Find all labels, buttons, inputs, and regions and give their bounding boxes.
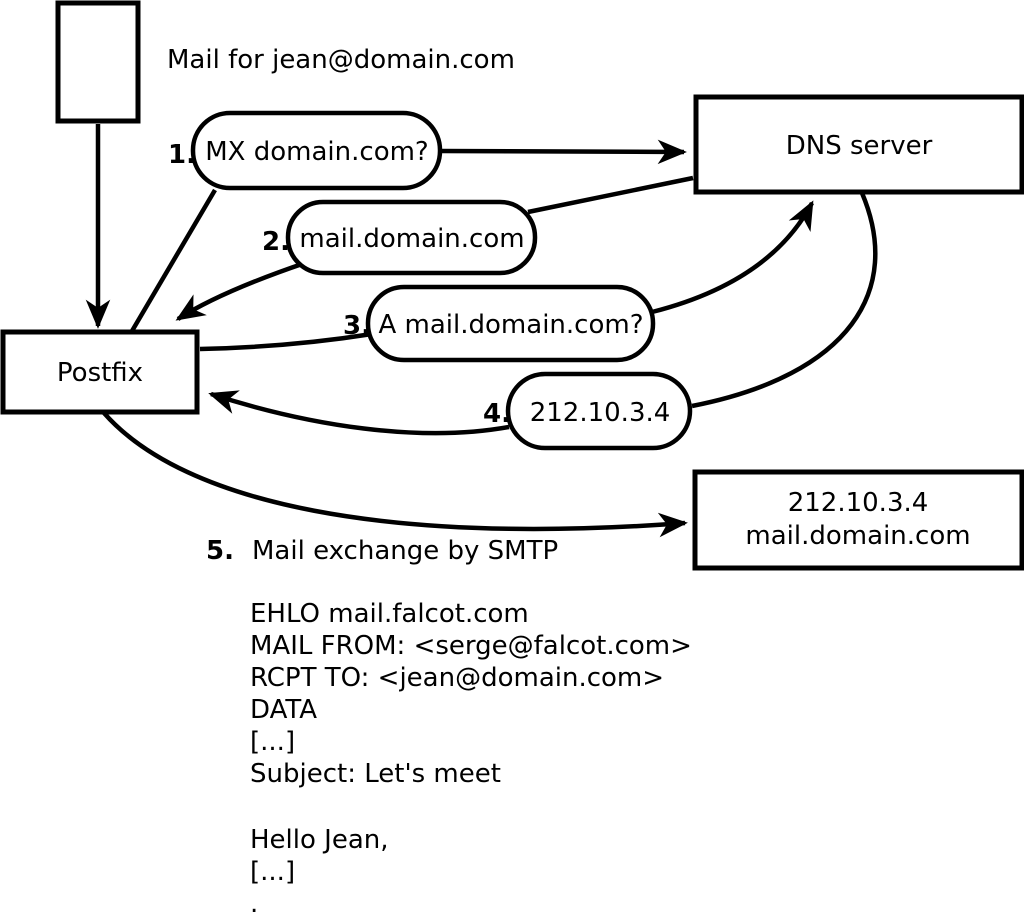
mail-message-icon (55, 0, 141, 124)
smtp-line: [...] (250, 727, 295, 757)
line-postfix-to-a-query (199, 331, 373, 352)
mail-server-ip: 212.10.3.4 (788, 488, 929, 518)
step2-label: mail.domain.com (299, 224, 524, 254)
smtp-line: Subject: Let's meet (250, 759, 501, 789)
step2-mx-answer-pill (285, 199, 538, 276)
line-dns-to-a-answer (691, 192, 878, 409)
step5-number: 5. (206, 536, 234, 566)
step3-a-query-pill (365, 284, 656, 363)
step4-number: 4. (483, 399, 511, 429)
arrow-mx-answer-to-postfix (175, 260, 306, 321)
step4-label: 212.10.3.4 (530, 398, 671, 428)
dns-server-label: DNS server (786, 131, 933, 161)
line-dns-to-mx-answer (527, 175, 694, 215)
step4-a-answer-pill (505, 371, 693, 451)
postfix-box (0, 329, 200, 415)
step3-number: 3. (343, 311, 371, 341)
smtp-line: MAIL FROM: <serge@falcot.com> (250, 631, 692, 661)
step1-number: 1. (168, 140, 196, 170)
step1-label: MX domain.com? (205, 137, 428, 167)
step3-label: A mail.domain.com? (379, 310, 644, 340)
smtp-line: DATA (250, 695, 317, 725)
diagram-title: Mail for jean@domain.com (167, 45, 515, 75)
smtp-line: RCPT TO: <jean@domain.com> (250, 663, 664, 693)
smtp-line: Hello Jean, (250, 825, 389, 855)
mail-server-hostname: mail.domain.com (745, 521, 970, 551)
step1-mx-query-pill (190, 110, 443, 191)
smtp-line: . (250, 889, 258, 919)
postfix-label: Postfix (57, 358, 143, 388)
step5-label: Mail exchange by SMTP (252, 536, 558, 566)
smtp-line: [...] (250, 857, 295, 887)
step2-number: 2. (262, 227, 290, 257)
arrow-a-query-to-dns (651, 200, 814, 315)
arrow-a-answer-to-postfix (208, 390, 510, 436)
arrow-mx-query-to-dns (439, 139, 687, 165)
dns-server-box (693, 94, 1024, 195)
arrow-postfix-to-mail-server (102, 411, 688, 538)
smtp-line: EHLO mail.falcot.com (250, 599, 529, 629)
smtp-session-transcript: EHLO mail.falcot.com MAIL FROM: <serge@f… (250, 599, 692, 919)
mail-server-box (692, 469, 1024, 571)
line-postfix-to-mx-query (130, 188, 217, 333)
